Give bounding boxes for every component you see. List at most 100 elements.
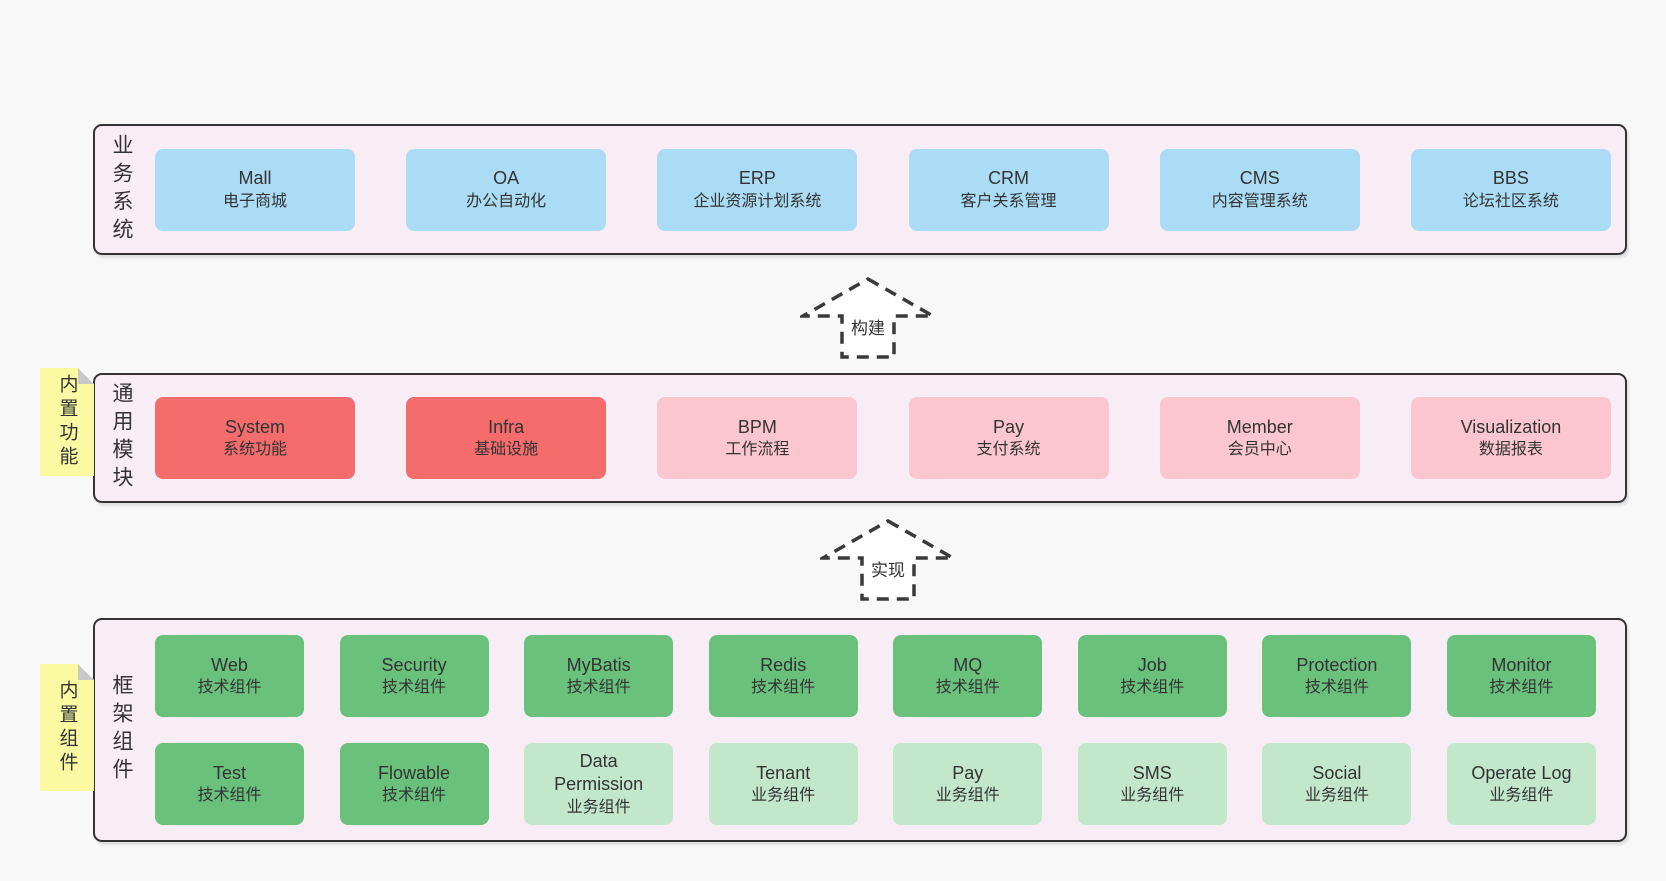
box-subtitle: 技术组件 <box>382 679 447 697</box>
box-infra: Infra 基础设施 <box>406 397 607 479</box>
box-bbs: BBS 论坛社区系统 <box>1410 148 1611 231</box>
box-title: Infra <box>488 416 525 437</box>
build-arrow: 构建 <box>800 276 936 360</box>
box-data-permission: Data Permission 业务组件 <box>524 743 674 825</box>
box-subtitle: 电子商城 <box>222 192 287 210</box>
box-subtitle: 业务组件 <box>935 787 1000 805</box>
box-title: ERP <box>738 168 776 189</box>
box-title: CRM <box>988 168 1030 189</box>
sticky-note-builtin-components: 内置组件 <box>40 664 94 791</box>
box-title: Monitor <box>1491 654 1552 675</box>
box-tenant: Tenant 业务组件 <box>708 743 858 825</box>
box-title: Pay <box>993 416 1025 437</box>
box-subtitle: 技术组件 <box>197 787 262 805</box>
layer-title-common-modules: 通用模块 <box>110 382 133 494</box>
build-arrow-label: 构建 <box>848 314 888 339</box>
box-title: MQ <box>953 654 983 675</box>
box-test: Test 技术组件 <box>155 743 304 825</box>
implement-arrow-label: 实现 <box>868 556 908 581</box>
box-title: Operate Log <box>1471 762 1572 783</box>
box-title: Flowable <box>378 762 451 783</box>
box-subtitle: 业务组件 <box>1120 787 1185 805</box>
box-mall: Mall 电子商城 <box>155 148 355 231</box>
box-security: Security 技术组件 <box>339 635 489 717</box>
box-title: Web <box>211 654 248 675</box>
box-title: Visualization <box>1460 416 1562 437</box>
box-subtitle: 系统功能 <box>222 441 287 459</box>
box-title: SMS <box>1132 762 1172 783</box>
box-title: Security <box>381 654 447 675</box>
sticky-note-builtin-components-label: 内置组件 <box>56 679 78 776</box>
box-subtitle: 业务组件 <box>1304 787 1369 805</box>
box-title: System <box>224 416 285 437</box>
box-crm: CRM 客户关系管理 <box>908 148 1109 231</box>
box-subtitle: 工作流程 <box>725 441 790 459</box>
box-operate-log: Operate Log 业务组件 <box>1446 743 1596 825</box>
box-redis: Redis 技术组件 <box>708 635 858 717</box>
box-system: System 系统功能 <box>155 397 355 479</box>
box-title: Redis <box>760 654 807 675</box>
box-sms: SMS 业务组件 <box>1077 743 1227 825</box>
box-bpm: BPM 工作流程 <box>657 397 858 479</box>
box-subtitle: 支付系统 <box>976 441 1041 459</box>
box-title: CMS <box>1239 168 1280 189</box>
box-subtitle: 业务组件 <box>566 799 631 817</box>
box-subtitle: 内容管理系统 <box>1211 192 1308 210</box>
box-subtitle: 数据报表 <box>1478 441 1543 459</box>
box-title: Tenant <box>756 762 811 783</box>
box-web: Web 技术组件 <box>155 635 304 717</box>
box-mq: MQ 技术组件 <box>893 635 1043 717</box>
layer-title-framework-components: 框架组件 <box>110 674 133 786</box>
box-title: OA <box>493 168 520 189</box>
box-subtitle: 基础设施 <box>474 441 539 459</box>
box-subtitle: 技术组件 <box>197 679 262 697</box>
box-title: Data Permission <box>554 750 644 795</box>
box-subtitle: 技术组件 <box>751 679 816 697</box>
folded-corner-icon <box>78 664 94 680</box>
box-subtitle: 技术组件 <box>566 679 631 697</box>
box-subtitle: 技术组件 <box>1120 679 1185 697</box>
box-title: Protection <box>1296 654 1378 675</box>
sticky-note-builtin-features-label: 内置功能 <box>56 374 78 470</box>
layer-title-business-systems: 业务系统 <box>110 133 133 246</box>
folded-corner-icon <box>78 368 94 384</box>
box-oa: OA 办公自动化 <box>406 148 607 231</box>
box-subtitle: 客户关系管理 <box>960 192 1057 210</box>
box-subtitle: 业务组件 <box>1489 787 1554 805</box>
box-title: Job <box>1137 654 1167 675</box>
box-job: Job 技术组件 <box>1077 635 1227 717</box>
box-pay: Pay 支付系统 <box>908 397 1109 479</box>
box-title: Mall <box>238 168 272 189</box>
box-visualization: Visualization 数据报表 <box>1410 397 1611 479</box>
box-title: BPM <box>737 416 777 437</box>
box-title: MyBatis <box>566 654 631 675</box>
box-subtitle: 技术组件 <box>935 679 1000 697</box>
box-title: BBS <box>1492 168 1529 189</box>
implement-arrow: 实现 <box>820 518 956 602</box>
box-subtitle: 办公自动化 <box>466 192 547 210</box>
box-cms: CMS 内容管理系统 <box>1159 148 1360 231</box>
box-subtitle: 业务组件 <box>751 787 816 805</box>
box-title: Test <box>212 762 246 783</box>
box-subtitle: 论坛社区系统 <box>1462 192 1559 210</box>
sticky-note-builtin-features: 内置功能 <box>40 368 94 476</box>
layer-common-modules: 通用模块 System 系统功能 Infra 基础设施 BPM 工作流程 Pay 支付系统 Me… <box>93 373 1627 503</box>
box-mybatis: MyBatis 技术组件 <box>524 635 674 717</box>
box-subtitle: 技术组件 <box>1489 679 1554 697</box>
box-subtitle: 会员中心 <box>1227 441 1292 459</box>
box-monitor: Monitor 技术组件 <box>1446 635 1596 717</box>
